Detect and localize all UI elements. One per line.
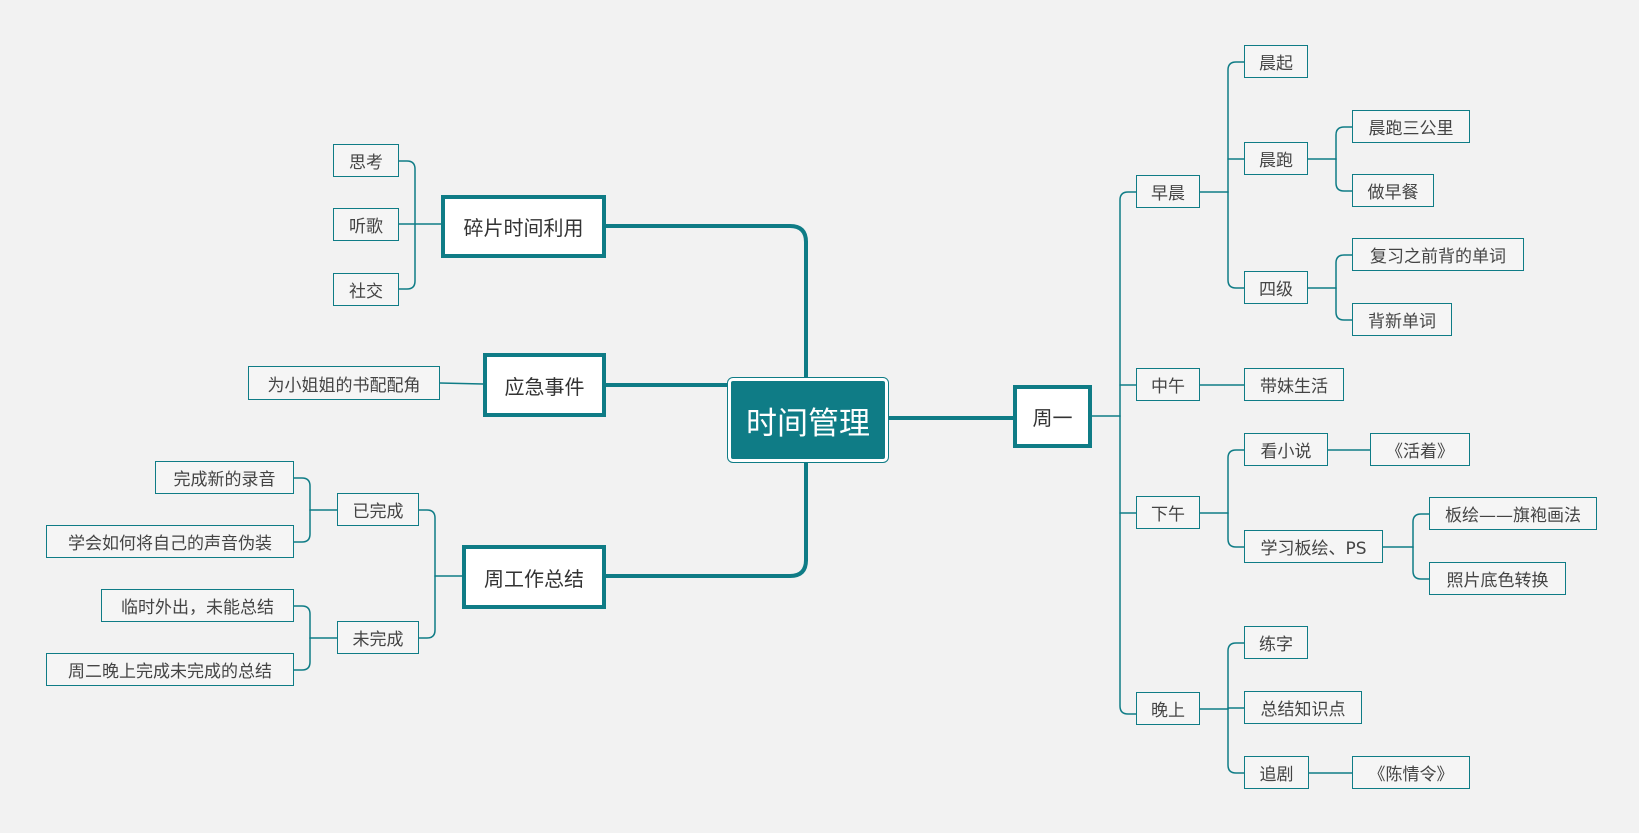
node-social[interactable]: 社交	[333, 273, 399, 306]
root-topic[interactable]: 时间管理	[728, 378, 888, 462]
node-run-3km[interactable]: 晨跑三公里	[1352, 110, 1470, 143]
node-new-recording[interactable]: 完成新的录音	[155, 461, 294, 494]
node-run[interactable]: 晨跑	[1244, 142, 1308, 175]
topic-monday[interactable]: 周一	[1013, 385, 1092, 448]
node-read-novel[interactable]: 看小说	[1244, 433, 1328, 466]
node-done[interactable]: 已完成	[337, 493, 419, 526]
node-thinking[interactable]: 思考	[333, 144, 399, 177]
node-cet4[interactable]: 四级	[1244, 271, 1308, 304]
node-huozhe[interactable]: 《活着》	[1370, 433, 1470, 466]
root-connectors	[604, 224, 1015, 578]
node-music[interactable]: 听歌	[333, 208, 399, 241]
node-calligraphy[interactable]: 练字	[1244, 626, 1308, 659]
topic-fragment-time[interactable]: 碎片时间利用	[441, 195, 606, 258]
node-review-words[interactable]: 复习之前背的单词	[1352, 238, 1524, 271]
node-went-out[interactable]: 临时外出，未能总结	[101, 589, 294, 622]
node-morning[interactable]: 早晨	[1136, 175, 1200, 208]
node-tuesday-summary[interactable]: 周二晚上完成未完成的总结	[46, 653, 294, 686]
topic-emergency[interactable]: 应急事件	[483, 353, 606, 417]
node-undone[interactable]: 未完成	[337, 621, 419, 654]
node-qipao-drawing[interactable]: 板绘——旗袍画法	[1429, 497, 1597, 530]
branch-connectors	[293, 61, 1430, 774]
node-breakfast[interactable]: 做早餐	[1352, 174, 1434, 207]
node-voice-disguise[interactable]: 学会如何将自己的声音伪装	[46, 525, 294, 558]
node-dubbing[interactable]: 为小姐姐的书配配角	[248, 366, 440, 400]
node-photo-bg[interactable]: 照片底色转换	[1429, 562, 1566, 595]
node-chenqingling[interactable]: 《陈情令》	[1352, 756, 1470, 789]
node-drama[interactable]: 追剧	[1244, 756, 1309, 789]
node-new-words[interactable]: 背新单词	[1352, 303, 1452, 336]
topic-weekly-summary[interactable]: 周工作总结	[462, 545, 606, 609]
node-afternoon[interactable]: 下午	[1136, 496, 1200, 529]
node-study-drawing[interactable]: 学习板绘、PS	[1244, 530, 1383, 563]
node-evening[interactable]: 晚上	[1136, 692, 1200, 725]
node-sister-life[interactable]: 带妹生活	[1244, 368, 1344, 401]
node-getup[interactable]: 晨起	[1244, 45, 1308, 78]
node-knowledge-summary[interactable]: 总结知识点	[1244, 691, 1362, 724]
node-noon[interactable]: 中午	[1136, 368, 1200, 401]
